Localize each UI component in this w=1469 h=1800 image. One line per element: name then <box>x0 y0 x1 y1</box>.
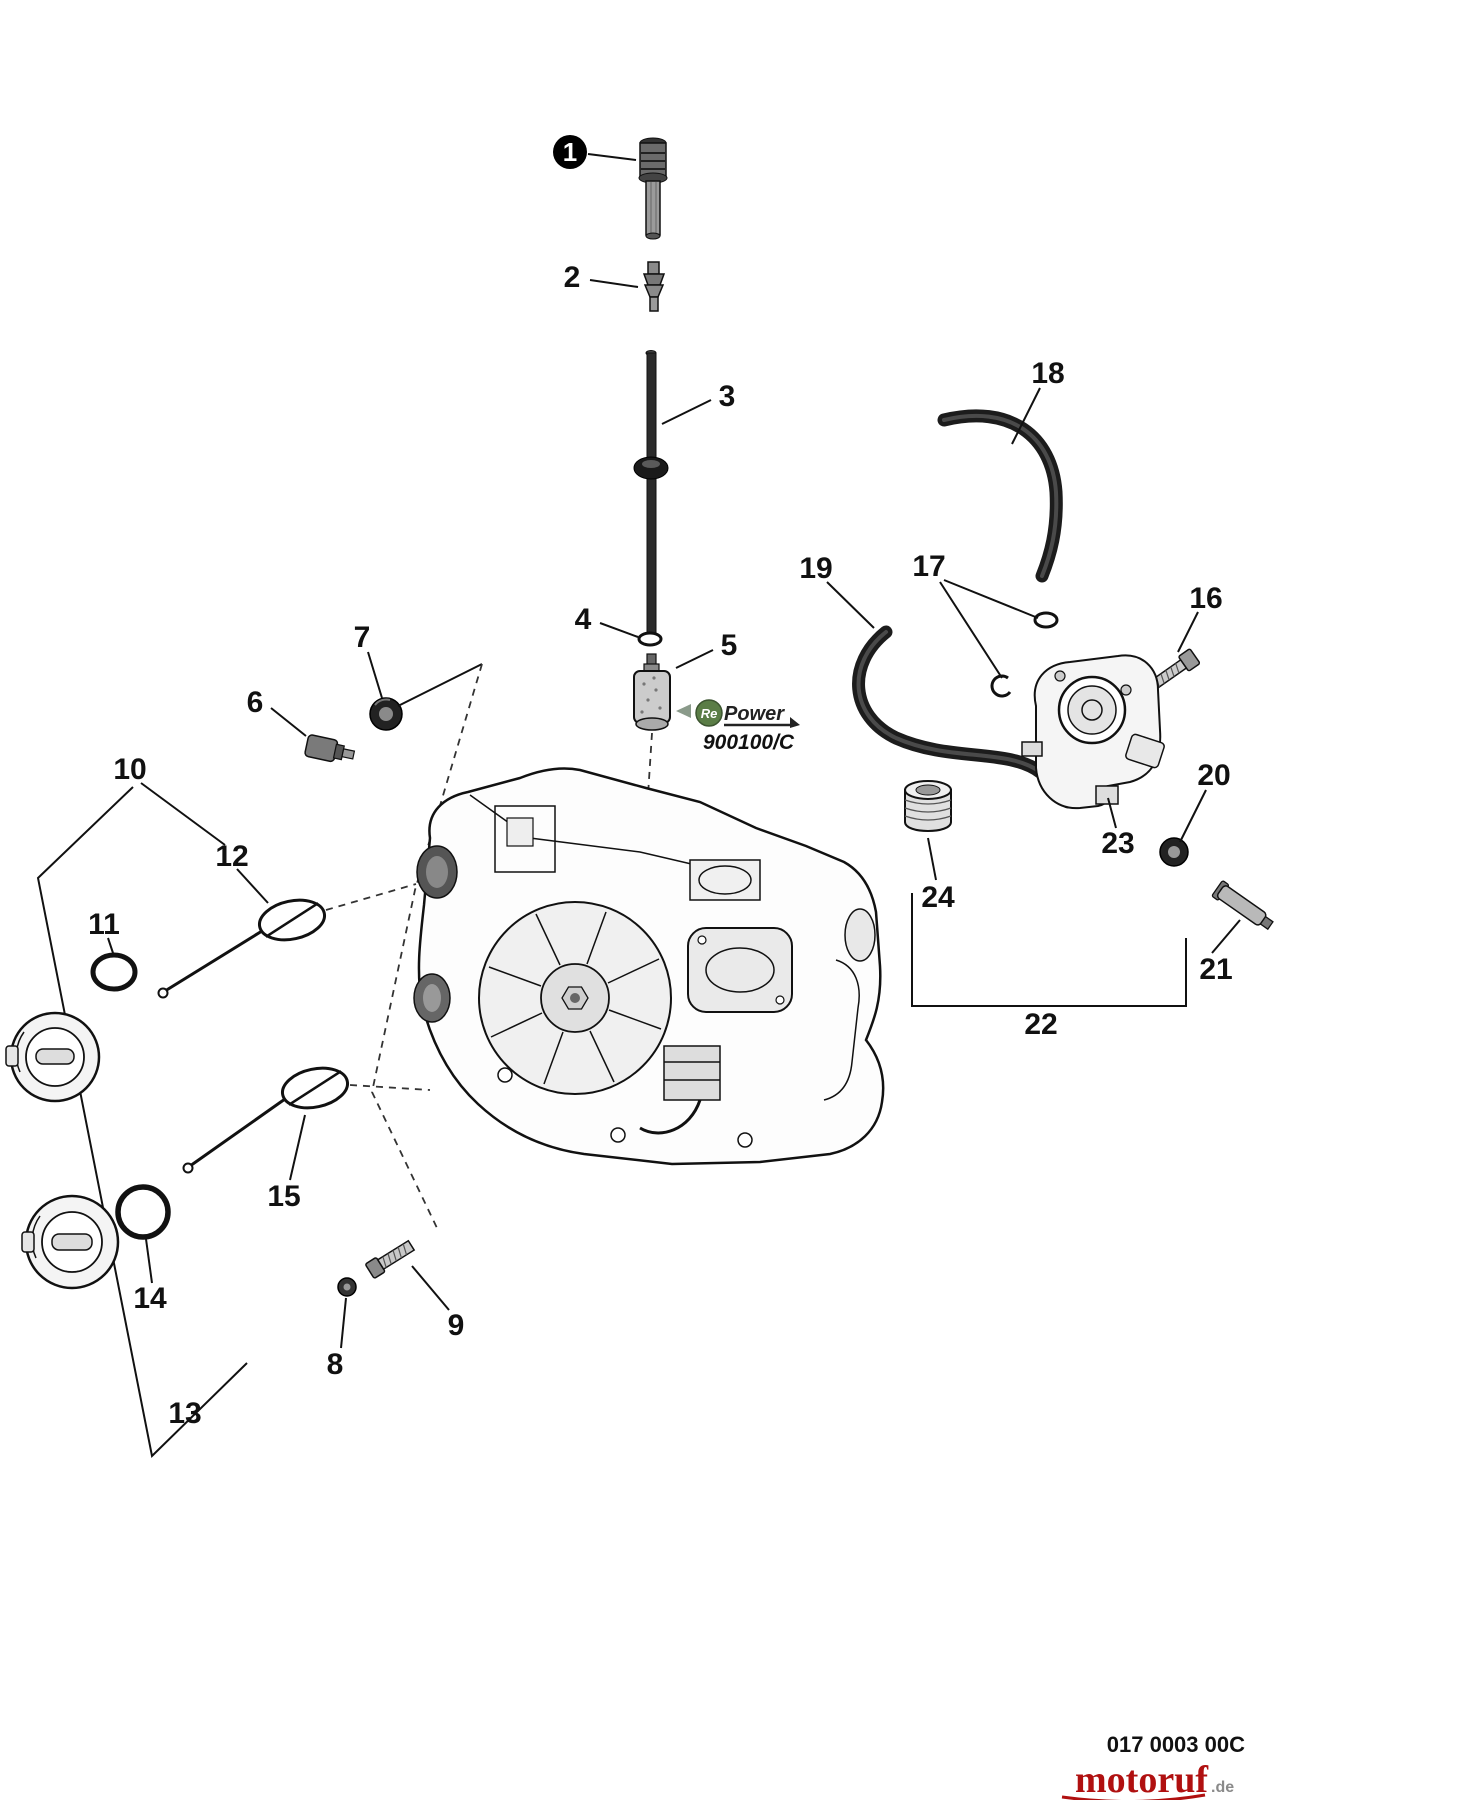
callout-5: 5 <box>721 629 738 662</box>
part-fuel-filter <box>633 653 671 731</box>
pointer-arrow-icon <box>676 704 691 718</box>
callout-12: 12 <box>215 840 248 873</box>
leader-line-23 <box>1107 797 1117 829</box>
leader-line-20 <box>1179 789 1207 843</box>
callout-7: 7 <box>354 621 371 654</box>
callout-24: 24 <box>921 881 955 914</box>
leader-line-15 <box>289 1114 306 1181</box>
callout-22: 22 <box>1024 1008 1057 1041</box>
leader-line-24 <box>927 837 937 881</box>
callout-8: 8 <box>327 1348 344 1381</box>
leader-line-7b <box>397 663 483 707</box>
leader-line-1 <box>587 153 637 161</box>
part-screw-9 <box>365 1239 416 1279</box>
part-fuel-tank-vent <box>638 137 668 240</box>
callout-2: 2 <box>564 261 581 294</box>
footer: 017 0003 00C motoruf .de <box>1061 1732 1245 1800</box>
repower-logo-power: Power <box>724 703 785 725</box>
callout-21: 21 <box>1199 953 1232 986</box>
part-washer-8 <box>337 1277 357 1297</box>
leader-line-3 <box>661 399 712 425</box>
callout-19: 19 <box>799 552 832 585</box>
leader-line-21 <box>1211 919 1241 954</box>
part-grommet-7 <box>369 697 403 731</box>
part-fuel-pipe <box>633 350 669 635</box>
part-grommet-20 <box>1159 837 1189 867</box>
assembly-dash-filter <box>647 732 653 796</box>
bracket-13 <box>36 786 248 1459</box>
callout-16: 16 <box>1189 582 1222 615</box>
leader-line-19 <box>826 581 875 629</box>
repower-model-number: 900100/C <box>703 731 795 754</box>
callout-4: 4 <box>575 603 592 636</box>
assembly-dash-12 <box>325 883 417 911</box>
part-clip-17a <box>1033 611 1059 629</box>
part-o-ring-4 <box>637 631 663 647</box>
engine-crankcase <box>413 767 885 1166</box>
callout-9: 9 <box>448 1309 465 1342</box>
part-cap-retainer-12 <box>157 898 327 999</box>
part-connector <box>642 261 666 312</box>
leader-line-10b <box>140 782 226 846</box>
leader-line-2 <box>589 279 639 288</box>
callout-23: 23 <box>1101 827 1134 860</box>
callout-3: 3 <box>719 380 736 413</box>
leader-line-8 <box>340 1297 347 1349</box>
callout-1-label: 1 <box>563 137 577 167</box>
part-plug-6 <box>304 734 356 763</box>
callout-14: 14 <box>133 1282 167 1315</box>
document-number: 017 0003 00C <box>1107 1732 1245 1757</box>
part-plug-24 <box>904 780 952 832</box>
leader-line-16 <box>1177 611 1199 653</box>
leader-line-4 <box>599 622 639 638</box>
motoruf-logo-swoosh <box>1061 1793 1206 1800</box>
callout-6: 6 <box>247 686 264 719</box>
leader-line-6 <box>270 707 307 737</box>
assembly-dash-left <box>371 663 483 1229</box>
part-plunger-21 <box>1211 880 1274 931</box>
repower-logo: Re Power 900100/C <box>676 699 800 754</box>
leader-line-5 <box>675 649 714 669</box>
callout-1: 1 <box>553 135 587 169</box>
bracket-22 <box>911 893 1187 1007</box>
part-oil-hose-18 <box>937 409 1063 583</box>
callout-10: 10 <box>113 753 146 786</box>
part-o-ring-14 <box>115 1184 171 1240</box>
part-fuel-cap-upper <box>5 1011 101 1103</box>
callout-13: 13 <box>168 1397 201 1430</box>
leader-line-17b <box>939 581 1003 679</box>
motoruf-logo-tld: .de <box>1211 1779 1234 1796</box>
leader-line-12 <box>236 868 269 904</box>
leader-line-18 <box>1011 387 1041 445</box>
part-o-ring-11 <box>90 952 138 992</box>
assembly-dash-15 <box>349 1084 431 1091</box>
callout-11: 11 <box>88 908 120 941</box>
leader-line-11 <box>107 937 114 954</box>
part-cap-retainer-15 <box>182 1066 350 1174</box>
callout-18: 18 <box>1031 357 1064 390</box>
leader-line-17a <box>943 579 1039 619</box>
callout-17: 17 <box>912 550 945 583</box>
part-clip-17b <box>990 674 1012 698</box>
part-screw-16 <box>1150 648 1201 690</box>
oil-pump-assembly <box>1021 654 1165 810</box>
leader-line-9 <box>411 1265 450 1311</box>
motoruf-logo: motoruf <box>1075 1759 1209 1800</box>
part-fuel-cap-lower <box>21 1194 120 1290</box>
callout-15: 15 <box>267 1180 300 1213</box>
callout-20: 20 <box>1197 759 1230 792</box>
leader-line-7 <box>367 651 383 699</box>
repower-logo-re: Re <box>701 706 718 721</box>
leader-line-14 <box>145 1238 153 1284</box>
